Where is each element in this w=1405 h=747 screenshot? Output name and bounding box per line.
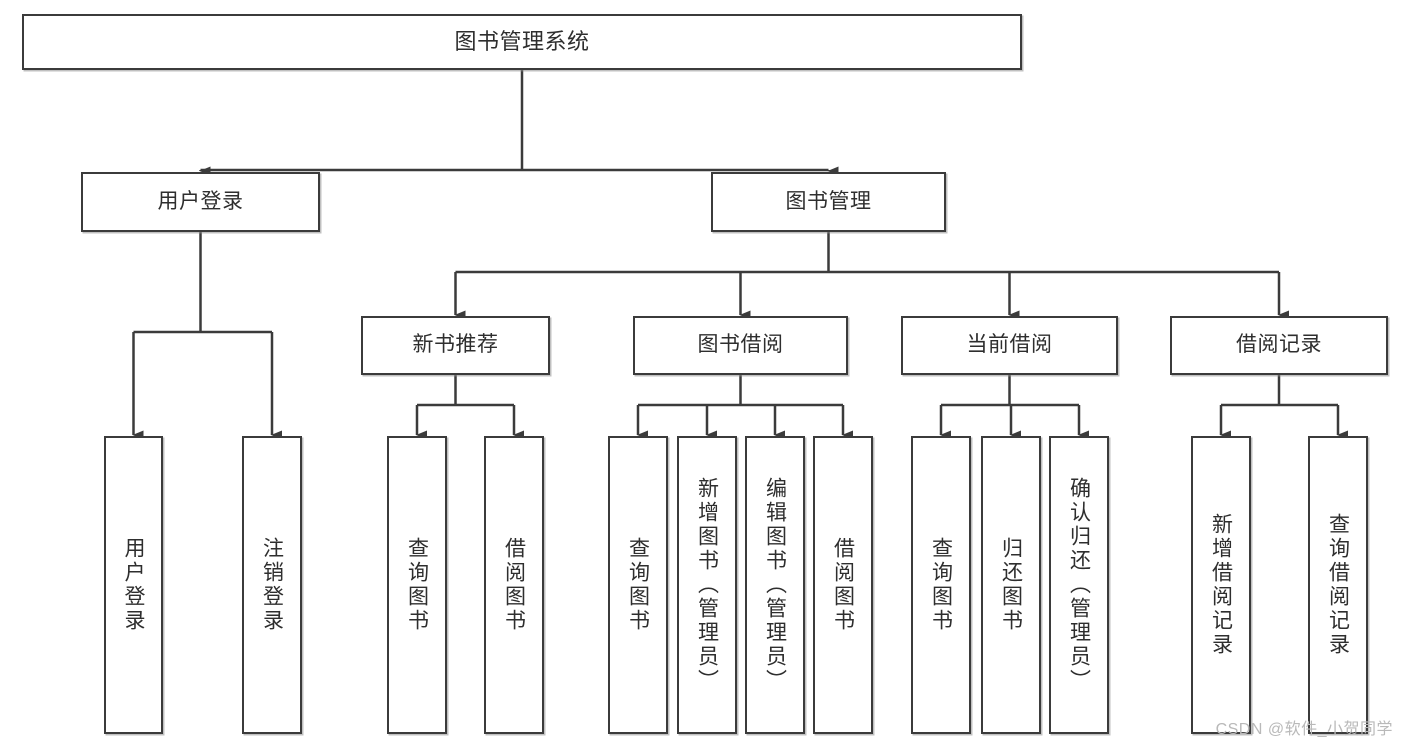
node-label: 编辑图书（管理员） (763, 477, 787, 693)
node-label: 确认归还（管理员） (1067, 477, 1091, 693)
node-label: 用户登录 (122, 537, 145, 633)
node-label: 借阅图书 (831, 537, 855, 633)
node-leaf-re-query[interactable]: 查询借阅记录 (1308, 436, 1368, 734)
node-leaf-login[interactable]: 用户登录 (104, 436, 163, 734)
node-leaf-nb-borrow[interactable]: 借阅图书 (484, 436, 544, 734)
node-label: 当前借阅 (966, 333, 1053, 357)
node-label: 查询图书 (929, 537, 953, 633)
node-login[interactable]: 用户登录 (81, 172, 320, 232)
node-leaf-cu-conf[interactable]: 确认归还（管理员） (1049, 436, 1109, 734)
node-leaf-bo-lend[interactable]: 借阅图书 (813, 436, 873, 734)
node-root[interactable]: 图书管理系统 (22, 14, 1022, 70)
node-leaf-logout[interactable]: 注销登录 (242, 436, 302, 734)
node-label: 查询图书 (405, 537, 429, 633)
node-label: 图书借阅 (697, 333, 784, 357)
node-label: 查询图书 (626, 537, 650, 633)
node-label: 归还图书 (999, 537, 1023, 633)
node-label: 注销登录 (260, 537, 284, 633)
node-leaf-bo-add[interactable]: 新增图书（管理员） (677, 436, 737, 734)
node-label: 图书管理 (785, 189, 872, 213)
node-records[interactable]: 借阅记录 (1170, 316, 1388, 375)
node-leaf-bo-edit[interactable]: 编辑图书（管理员） (745, 436, 805, 734)
node-leaf-re-add[interactable]: 新增借阅记录 (1191, 436, 1251, 734)
node-label: 查询借阅记录 (1326, 513, 1350, 657)
node-label: 新书推荐 (412, 333, 499, 357)
node-leaf-cu-ret[interactable]: 归还图书 (981, 436, 1041, 734)
node-label: 新增借阅记录 (1209, 513, 1233, 657)
node-bookmgmt[interactable]: 图书管理 (711, 172, 946, 232)
node-label: 图书管理系统 (454, 29, 590, 55)
node-borrow[interactable]: 图书借阅 (633, 316, 848, 375)
node-label: 借阅记录 (1236, 333, 1322, 357)
edge-group (132, 70, 1348, 440)
node-newbook[interactable]: 新书推荐 (361, 316, 550, 375)
node-leaf-bo-query[interactable]: 查询图书 (608, 436, 668, 734)
node-leaf-nb-query[interactable]: 查询图书 (387, 436, 447, 734)
node-leaf-cu-query[interactable]: 查询图书 (911, 436, 971, 734)
node-label: 新增图书（管理员） (695, 477, 719, 693)
node-current[interactable]: 当前借阅 (901, 316, 1118, 375)
node-label: 借阅图书 (502, 537, 526, 633)
node-label: 用户登录 (157, 189, 244, 213)
